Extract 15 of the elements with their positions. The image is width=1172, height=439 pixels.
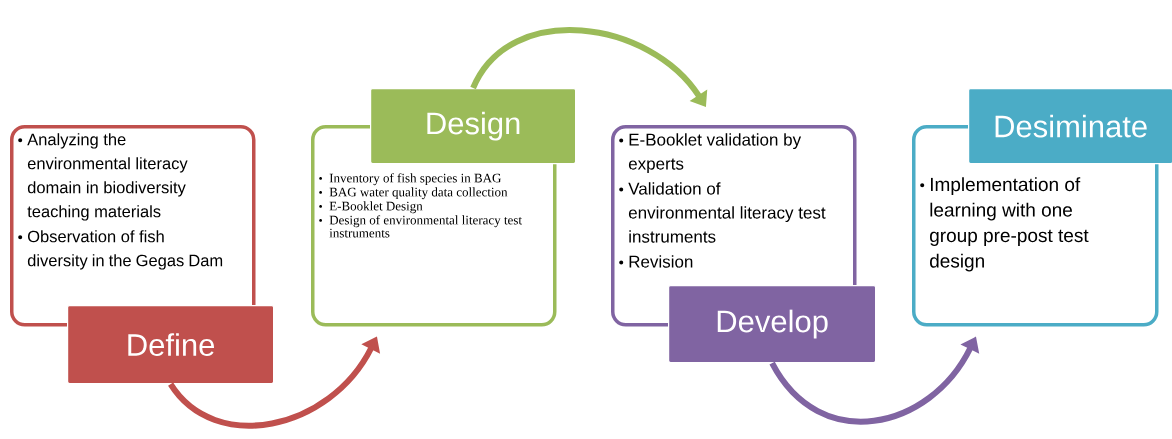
- bullet-text: BAG water quality data collection: [329, 187, 508, 200]
- bullet-text: Inventory of fish species in BAG: [329, 173, 501, 186]
- curved-arrow: [470, 27, 708, 107]
- bullet-text: Validation of environmental literacy test instruments: [628, 182, 826, 243]
- title-box: Desiminate: [968, 88, 1172, 165]
- title-box: Define: [67, 305, 275, 385]
- bullet-text: Revision: [629, 255, 693, 268]
- bullet-text: E-Booklet Design: [329, 201, 423, 214]
- bullet-text: Observation of fish diversity in the Gegas Dam: [27, 230, 223, 270]
- bullet-text: Analyzing the environmental literacy domain in biodiversity teaching materials: [27, 133, 188, 221]
- bullet-text: Design of environmental literacy test instruments: [329, 215, 522, 238]
- bullet-text: E-Booklet validation by experts: [628, 133, 802, 174]
- title-box: Develop: [668, 285, 877, 364]
- title-box: Design: [370, 88, 577, 165]
- bullet-text: Implementation of learning with one group pre-post test design: [930, 177, 1089, 272]
